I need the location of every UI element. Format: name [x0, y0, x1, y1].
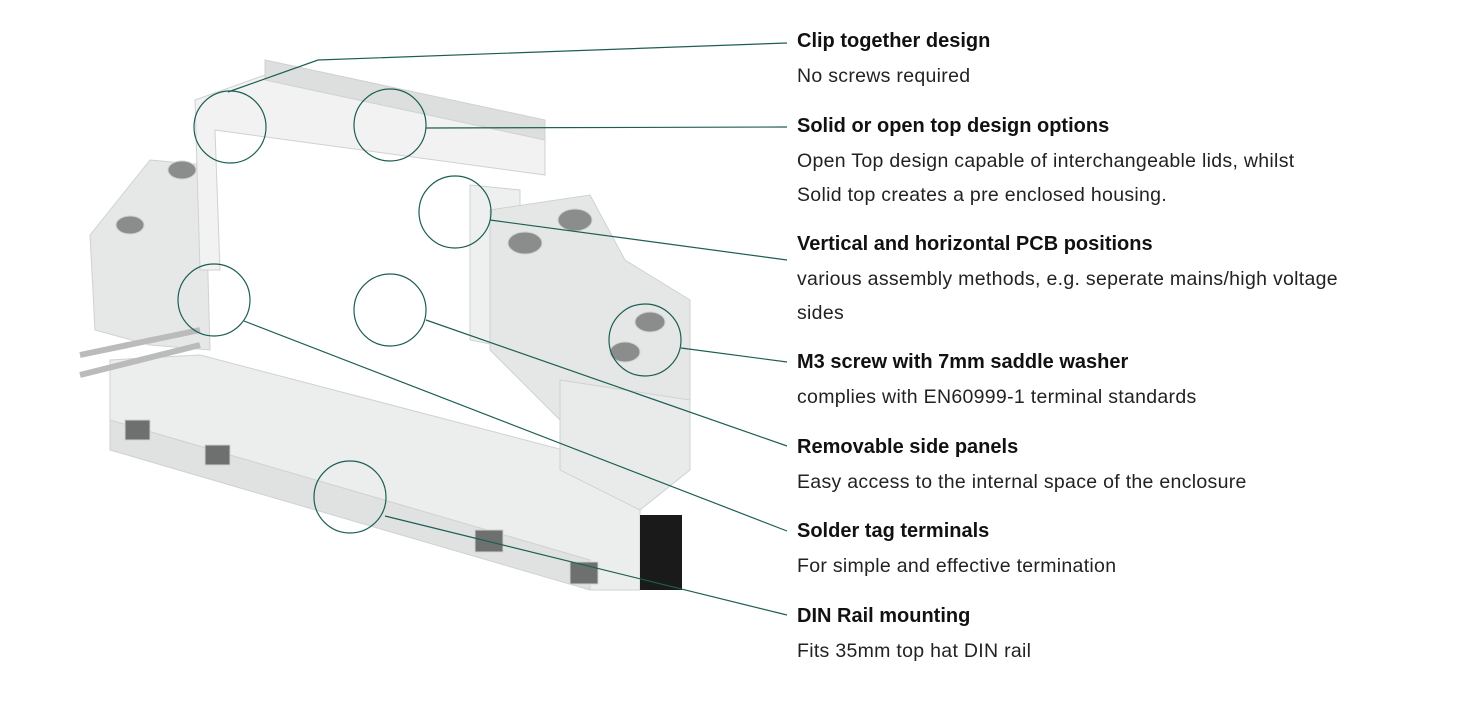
leader-line-screw	[680, 347, 788, 363]
description-line: Solid top creates a pre enclosed housing…	[797, 184, 1168, 206]
callout-circle-screw	[608, 303, 682, 377]
feature-description: Fits 35mm top hat DIN rail	[797, 640, 1032, 662]
callout-circle-top	[353, 88, 427, 162]
leader-line-pcb	[489, 219, 788, 261]
feature-solder-tags: Solder tag terminals For simple and effe…	[797, 520, 1457, 583]
callout-circle-side-panels	[353, 273, 427, 347]
feature-description: Easy access to the internal space of the…	[797, 471, 1247, 493]
feature-description: Open Top design capable of interchangeab…	[797, 144, 1457, 212]
leader-line-side-panels	[425, 319, 788, 447]
leader-line-clip	[227, 42, 788, 93]
callout-circle-solder	[177, 263, 251, 337]
feature-title: Solid or open top design options	[797, 115, 1110, 137]
callout-circle-din	[313, 460, 387, 534]
feature-description: various assembly methods, e.g. seperate …	[797, 262, 1457, 330]
description-line: sides	[797, 302, 845, 324]
callout-circle-pcb	[418, 175, 492, 249]
feature-description: No screws required	[797, 65, 971, 87]
callouts	[177, 42, 788, 616]
leader-line-solder	[243, 320, 788, 532]
feature-din-rail: DIN Rail mounting Fits 35mm top hat DIN …	[797, 605, 1457, 668]
feature-title: Clip together design	[797, 30, 991, 52]
feature-title: Solder tag terminals	[797, 520, 990, 542]
feature-pcb-positions: Vertical and horizontal PCB positions va…	[797, 233, 1457, 330]
feature-title: Vertical and horizontal PCB positions	[797, 233, 1153, 255]
feature-description: For simple and effective termination	[797, 555, 1117, 577]
feature-clip-together: Clip together design No screws required	[797, 30, 1457, 93]
leader-line-din	[384, 515, 788, 616]
feature-m3-screw: M3 screw with 7mm saddle washer complies…	[797, 351, 1457, 414]
enclosure-product-image	[79, 59, 691, 591]
feature-top-design: Solid or open top design options Open To…	[797, 115, 1457, 212]
leader-line-top	[425, 126, 788, 129]
feature-side-panels: Removable side panels Easy access to the…	[797, 436, 1457, 499]
feature-description: complies with EN60999-1 terminal standar…	[797, 386, 1197, 408]
feature-title: Removable side panels	[797, 436, 1019, 458]
feature-title: M3 screw with 7mm saddle washer	[797, 351, 1129, 373]
description-line: Open Top design capable of interchangeab…	[797, 150, 1295, 172]
description-line: various assembly methods, e.g. seperate …	[797, 268, 1338, 290]
feature-title: DIN Rail mounting	[797, 605, 971, 627]
